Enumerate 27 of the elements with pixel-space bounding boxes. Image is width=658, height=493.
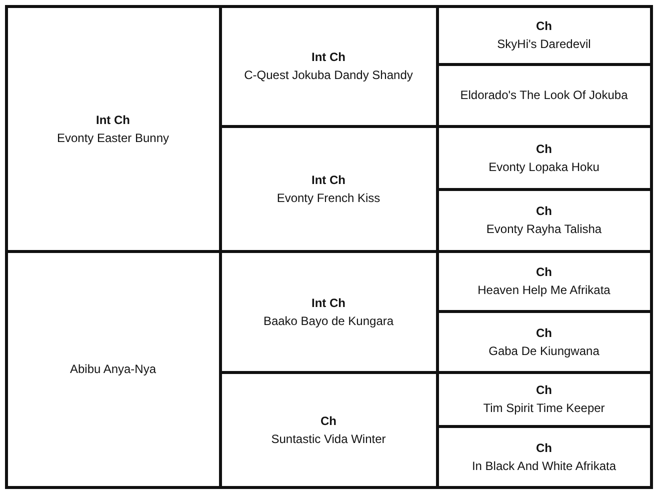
title-text: Ch — [536, 264, 552, 281]
name-text: Tim Spirit Time Keeper — [483, 400, 605, 417]
title-text: Int Ch — [312, 172, 346, 188]
name-text: Eldorado's The Look Of Jokuba — [460, 87, 628, 104]
title-text: Ch — [320, 412, 336, 430]
name-text: Baako Bayo de Kungara — [263, 312, 394, 330]
title-text: Ch — [536, 140, 552, 158]
name-text: Evonty Lopaka Hoku — [488, 158, 600, 176]
title-text: Int Ch — [96, 112, 130, 128]
title-text: Ch — [536, 324, 552, 342]
name-text: Abibu Anya-Nya — [70, 361, 156, 378]
title-text: Ch — [536, 382, 552, 399]
name-text: C-Quest Jokuba Dandy Shandy — [244, 67, 413, 84]
title-text: Ch — [536, 203, 552, 220]
name-text: In Black And White Afrikata — [472, 458, 616, 474]
name-text: Gaba De Kiungwana — [488, 342, 600, 360]
name-text: Heaven Help Me Afrikata — [478, 282, 610, 299]
name-text: Suntastic Vida Winter — [271, 430, 386, 448]
title-text: Int Ch — [312, 294, 346, 312]
pedigree-cell — [4, 4, 222, 252]
title-text: Ch — [536, 440, 552, 456]
name-text: SkyHi's Daredevil — [497, 36, 591, 53]
title-text: Int Ch — [312, 49, 346, 66]
name-text: Evonty French Kiss — [276, 190, 380, 206]
name-text: Evonty Easter Bunny — [56, 130, 170, 146]
title-text: Ch — [536, 18, 552, 35]
name-text: Evonty Rayha Talisha — [486, 221, 602, 238]
